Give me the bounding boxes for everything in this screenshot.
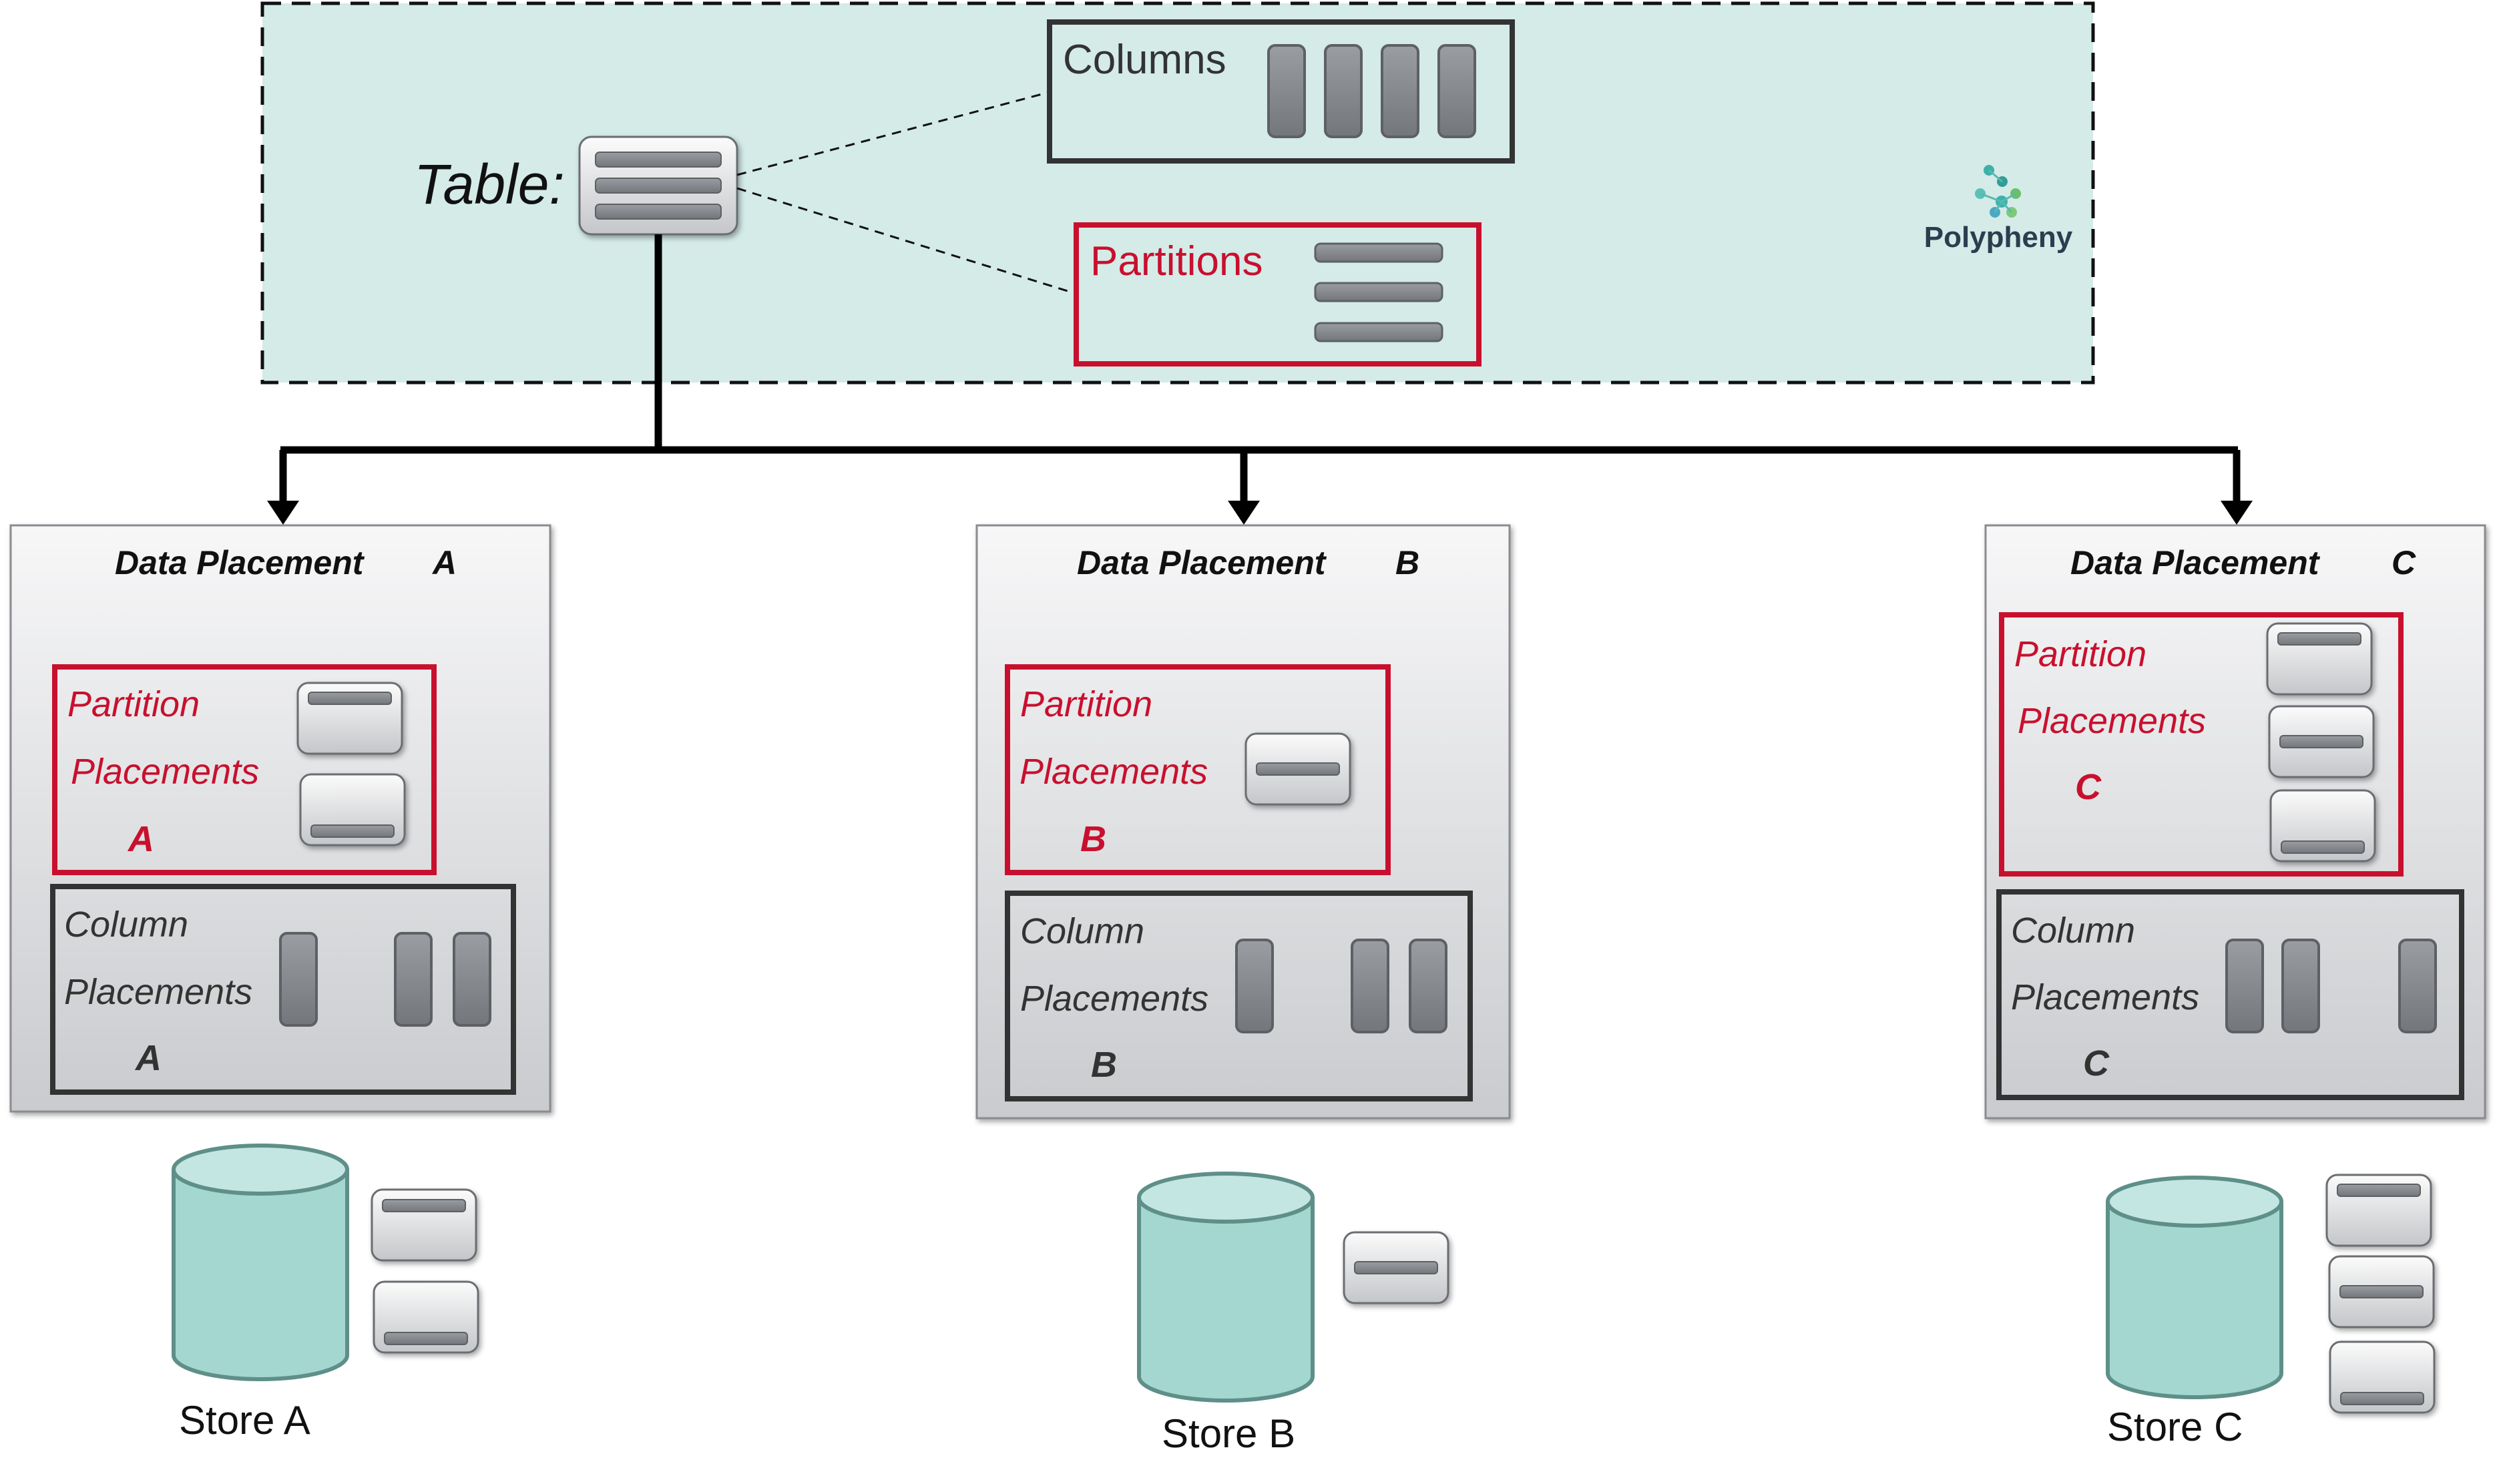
column-label-line2: Placements — [2011, 977, 2199, 1017]
columns-box: Columns — [1047, 19, 1515, 164]
partition-chip-top — [2266, 622, 2373, 696]
column-label-line2: Placements — [64, 972, 252, 1012]
partition-placements-box: Partition Placements A — [52, 664, 437, 875]
placement-title: Data Placement — [1077, 544, 1327, 581]
partition-chip-top — [296, 682, 403, 755]
database-cylinder-icon — [172, 1144, 349, 1381]
database-cylinder-icon — [1137, 1172, 1315, 1403]
column-letter: B — [1091, 1045, 1117, 1085]
placement-connectors — [279, 234, 2241, 511]
svg-text:Data Placement C: Data Placement C — [2070, 544, 2416, 581]
partition-letter: A — [127, 819, 154, 859]
partition-label-line1: Partition — [67, 684, 200, 724]
partition-label-line2: Placements — [71, 752, 259, 792]
store-chip-top — [371, 1188, 477, 1262]
column-letter: A — [134, 1038, 162, 1078]
columns-icon — [1267, 44, 1476, 138]
store-label: Store C — [2107, 1405, 2243, 1449]
column-letter: C — [2083, 1043, 2110, 1083]
column-label-line1: Column — [1020, 911, 1144, 951]
partition-chip-bottom — [299, 773, 406, 846]
store-label: Store B — [1162, 1411, 1295, 1456]
column-placements-box: Column Placements A — [50, 884, 516, 1095]
placement-title: Data Placement — [2070, 544, 2321, 581]
partitions-icon — [1314, 242, 1443, 342]
table-label: Table: — [414, 153, 565, 216]
svg-text:Data Placement A: Data Placement A — [115, 544, 457, 581]
partition-chip-bottom — [2269, 789, 2376, 862]
table-to-partitions-connector — [736, 187, 1077, 295]
store-chip-bottom — [2329, 1340, 2436, 1414]
svg-text:Data Placement B: Data Placement B — [1077, 544, 1419, 581]
data-placement-a: Data Placement A Partition Placements A … — [9, 524, 551, 1443]
data-placement-c: Data Placement C Partition Placements C — [1984, 524, 2486, 1449]
partition-label-line1: Partition — [1020, 684, 1152, 724]
table-icon — [578, 136, 738, 236]
schema-dashed-box — [260, 1, 2095, 385]
partition-chip-middle — [2268, 705, 2375, 778]
store-c: Store C — [2106, 1174, 2436, 1449]
arrow-head-a — [267, 501, 299, 525]
partition-letter: C — [2075, 767, 2102, 807]
partition-placements-box: Partition Placements B — [1005, 664, 1391, 875]
column-bars — [279, 932, 491, 1027]
column-label-line1: Column — [2011, 911, 2135, 951]
column-bars — [2225, 939, 2437, 1033]
arrow-head-c — [2221, 501, 2253, 525]
store-chip — [1343, 1231, 1449, 1304]
placement-letter: B — [1395, 544, 1419, 581]
table-to-columns-connector — [736, 91, 1050, 176]
arrow-heads — [267, 501, 2253, 525]
polypheny-logo-text: Polypheny — [1924, 221, 2073, 254]
partitions-box: Partitions — [1074, 222, 1482, 366]
placement-letter: C — [2392, 544, 2416, 581]
partition-placements-box: Partition Placements C — [1999, 612, 2404, 877]
placement-letter: A — [431, 544, 457, 581]
partition-label-line1: Partition — [2014, 634, 2146, 674]
polypheny-logo-mark — [1975, 165, 2021, 218]
store-label: Store A — [179, 1398, 310, 1443]
column-label-line2: Placements — [1020, 979, 1208, 1019]
arrow-head-b — [1228, 501, 1260, 525]
placement-title: Data Placement — [115, 544, 365, 581]
column-placements-box: Column Placements B — [1005, 891, 1473, 1101]
partitions-label: Partitions — [1090, 238, 1263, 284]
store-b: Store B — [1137, 1172, 1449, 1456]
data-placement-b: Data Placement B Partition Placements B … — [975, 524, 1511, 1456]
database-cylinder-icon — [2106, 1176, 2283, 1399]
partition-letter: B — [1080, 819, 1106, 859]
store-chip-top — [2325, 1174, 2432, 1247]
polypheny-logo: Polypheny — [1924, 165, 2073, 254]
columns-label: Columns — [1063, 37, 1226, 83]
partition-label-line2: Placements — [1019, 752, 1208, 792]
column-placements-box: Column Placements C — [1996, 889, 2464, 1100]
partition-chip — [1244, 732, 1351, 806]
store-a: Store A — [172, 1144, 479, 1443]
column-label-line1: Column — [64, 905, 188, 945]
column-bars — [1235, 939, 1447, 1033]
store-chip-middle — [2328, 1255, 2435, 1328]
partition-label-line2: Placements — [2018, 701, 2206, 741]
store-chip-bottom — [373, 1280, 479, 1354]
schema-area: Table: Columns Partitions — [260, 1, 2095, 385]
